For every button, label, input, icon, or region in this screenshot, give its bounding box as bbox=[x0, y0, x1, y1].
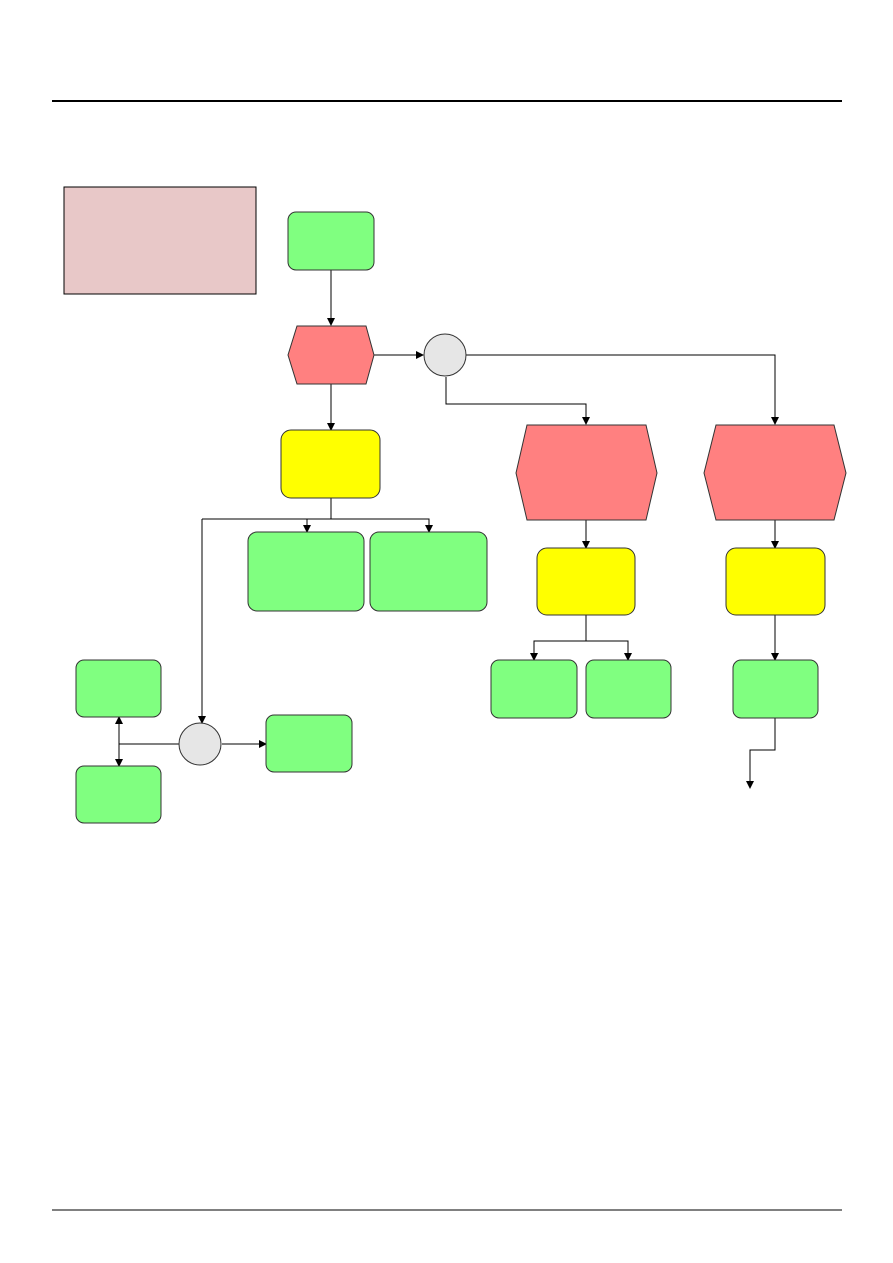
event-left-top bbox=[75, 659, 162, 718]
function-mid bbox=[536, 547, 636, 616]
start-event bbox=[287, 211, 375, 271]
edge-function-mid-split-right bbox=[586, 640, 632, 661]
event-left-bottom bbox=[75, 765, 162, 824]
event-center-left bbox=[247, 531, 365, 612]
connectors bbox=[115, 270, 779, 789]
note-box bbox=[63, 186, 257, 295]
event-center-right bbox=[369, 531, 488, 612]
edge-connector-to-hexagon-right bbox=[466, 354, 779, 425]
event-right bbox=[732, 659, 819, 719]
hexagon-mid bbox=[515, 424, 658, 521]
edge-event-right-out bbox=[746, 718, 776, 789]
edge-function-to-event-left bbox=[202, 518, 311, 533]
edge-function-mid-split bbox=[530, 615, 587, 661]
event-bottom-center bbox=[265, 714, 353, 773]
function-right bbox=[725, 547, 826, 616]
edge-function-to-event-right bbox=[307, 518, 433, 533]
edge-connector-to-hexagon-mid bbox=[445, 377, 590, 425]
connector-bottom bbox=[178, 722, 222, 766]
event-mid-left bbox=[490, 659, 578, 719]
hexagon-right bbox=[703, 424, 847, 521]
connector-top bbox=[423, 333, 467, 377]
function-center bbox=[280, 429, 381, 499]
decision-hexagon bbox=[287, 325, 375, 385]
event-mid-right bbox=[585, 659, 672, 719]
